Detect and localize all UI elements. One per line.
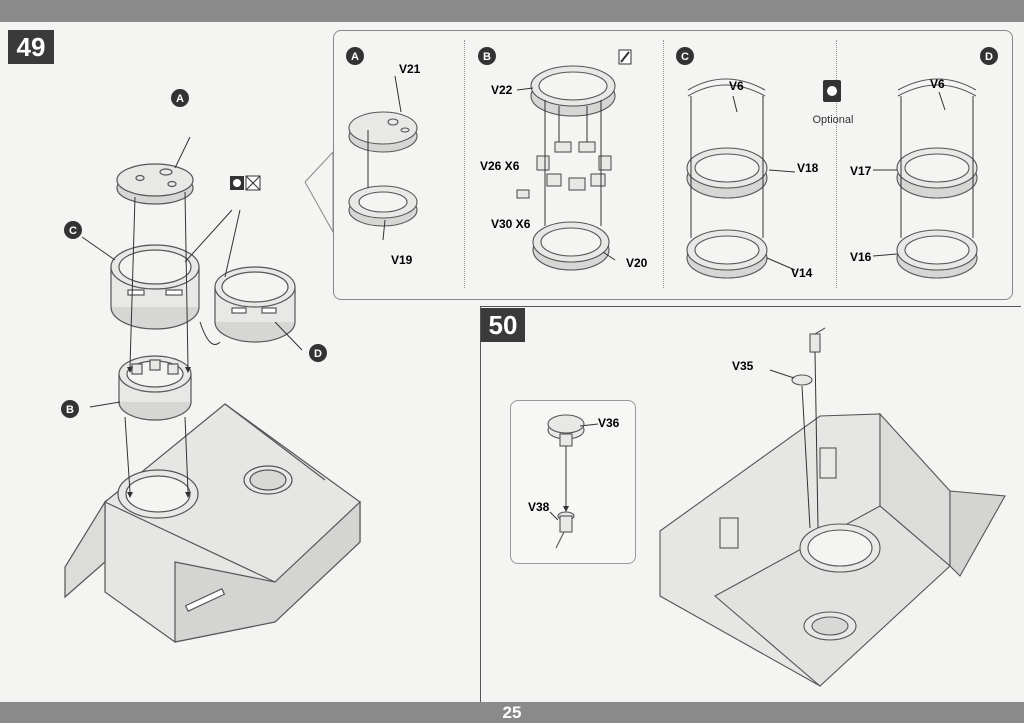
label-v36: V36: [598, 416, 620, 430]
svg-text:C: C: [69, 225, 77, 237]
step-50-frame: [480, 306, 1021, 703]
label-v21: V21: [399, 62, 421, 76]
label-v18: V18: [797, 161, 819, 175]
svg-text:D: D: [985, 51, 993, 63]
optional-icon: [230, 176, 244, 190]
step-50-number: 50: [481, 308, 525, 342]
label-v14: V14: [791, 266, 813, 280]
label-d-v6: V6: [930, 77, 945, 91]
label-v35: V35: [732, 359, 754, 373]
assembly-b-part: [118, 355, 192, 421]
not-included-icon: [245, 175, 261, 191]
svg-text:A: A: [176, 93, 184, 105]
glue-icon: [618, 49, 632, 65]
bottom-bar: [0, 702, 1024, 723]
optional-label: Optional: [813, 114, 854, 126]
detail-diagrams: A B C D V21 V19 V22 V26 X6 V30 X6 V20 V6…: [346, 47, 998, 280]
marker-a: A: [171, 89, 189, 107]
label-v26: V26 X6: [480, 159, 520, 173]
marker-b: B: [61, 400, 79, 418]
marker-a: A: [346, 47, 364, 65]
svg-text:B: B: [483, 51, 491, 63]
marker-d: D: [309, 344, 327, 362]
turret-hull-part: [64, 403, 361, 643]
ring-d-part: [214, 266, 296, 343]
label-v38: V38: [528, 500, 550, 514]
marker-c: C: [676, 47, 694, 65]
label-c-v6: V6: [729, 79, 744, 93]
marker-b: B: [478, 47, 496, 65]
label-v16: V16: [850, 250, 872, 264]
hatch-a-part: [116, 163, 194, 205]
label-v22: V22: [491, 83, 513, 97]
marker-d: D: [980, 47, 998, 65]
label-v19: V19: [391, 253, 413, 267]
step-49-diagram: A C D B: [61, 89, 361, 643]
page-number: 25: [502, 703, 522, 722]
label-v20: V20: [626, 256, 648, 270]
label-v30: V30 X6: [491, 217, 531, 231]
svg-text:C: C: [681, 51, 689, 63]
step-49-number: 49: [8, 30, 54, 64]
optional-icon: [823, 80, 841, 102]
step-50-diagram: V36 V38 V35: [528, 327, 1006, 687]
svg-text:B: B: [66, 404, 74, 416]
label-v17: V17: [850, 164, 872, 178]
svg-text:D: D: [314, 348, 322, 360]
marker-c: C: [64, 221, 82, 239]
svg-text:A: A: [351, 51, 359, 63]
top-bar: [0, 0, 1024, 22]
